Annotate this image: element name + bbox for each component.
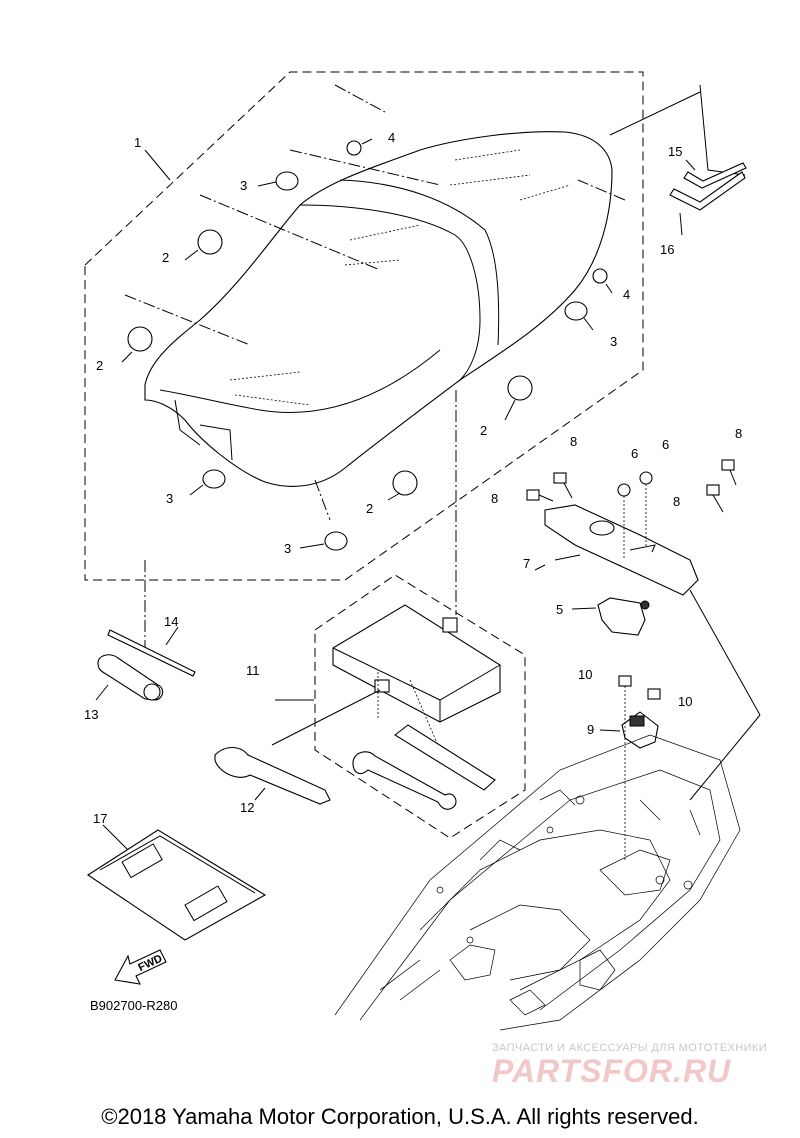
document-holder	[86, 824, 267, 941]
fwd-label: FWD	[136, 953, 164, 974]
toolkit-boundary	[314, 574, 526, 839]
callout-10: 10	[678, 694, 692, 709]
callout-4: 4	[388, 130, 395, 145]
callout-3: 3	[284, 541, 291, 556]
callout-14: 14	[164, 614, 178, 629]
rear-frame	[334, 734, 741, 1031]
seat-damper-small	[564, 301, 588, 321]
callout-8: 8	[491, 491, 498, 506]
cable-holder	[599, 675, 661, 860]
nut-flange	[617, 483, 631, 497]
seat-damper	[507, 375, 533, 401]
hex-wrench-set	[609, 84, 747, 236]
watermark-tagline: ЗАПЧАСТИ И АКСЕССУАРЫ ДЛЯ МОТОТЕХНИКИ	[492, 1042, 768, 1054]
callout-3: 3	[610, 334, 617, 349]
watermark-brand: PARTSFOR.RU	[492, 1053, 732, 1089]
nut	[592, 268, 608, 284]
seat-damper-small	[275, 171, 299, 191]
seat-damper-small	[202, 469, 226, 489]
callout-10: 10	[578, 667, 592, 682]
copyright-notice: ©2018 Yamaha Motor Corporation, U.S.A. A…	[101, 1104, 699, 1129]
callout-3: 3	[240, 178, 247, 193]
seat	[144, 131, 613, 487]
screwdriver	[95, 626, 196, 701]
bolt	[647, 688, 661, 700]
callout-11: 11	[246, 663, 260, 678]
seat-damper	[127, 326, 153, 352]
callout-3: 3	[166, 491, 173, 506]
callout-8: 8	[570, 434, 577, 449]
callout-13: 13	[84, 707, 98, 722]
seat-damper	[197, 229, 223, 255]
callout-12: 12	[240, 800, 254, 815]
seat-damper	[392, 470, 418, 496]
seat-bracket	[544, 504, 699, 596]
callout-9: 9	[587, 722, 594, 737]
callout-1: 1	[134, 135, 141, 150]
callout-8: 8	[673, 494, 680, 509]
fwd-arrow: FWD	[114, 949, 167, 985]
callout-15: 15	[668, 144, 682, 159]
callout-5: 5	[556, 602, 563, 617]
callout-2: 2	[480, 423, 487, 438]
callout-16: 16	[660, 242, 674, 257]
bolt	[618, 675, 632, 860]
callout-2: 2	[96, 358, 103, 373]
toolkit-case	[275, 604, 501, 751]
nut	[346, 140, 362, 156]
bolt	[553, 472, 573, 499]
callout-4: 4	[623, 287, 630, 302]
nut-flange	[639, 471, 653, 485]
callout-6: 6	[662, 437, 669, 452]
bolt	[721, 459, 737, 486]
diagram-code: B902700-R280	[90, 998, 178, 1013]
seat-assembly-boundary	[84, 71, 644, 581]
callout-2: 2	[366, 501, 373, 516]
bolt	[526, 489, 554, 502]
callout-6: 6	[631, 446, 638, 461]
callout-17: 17	[93, 811, 107, 826]
wrench-set	[214, 724, 496, 810]
seat-lock	[571, 597, 650, 636]
callout-8: 8	[735, 426, 742, 441]
seat-damper-small	[324, 531, 348, 551]
bolt	[706, 484, 724, 513]
callout-2: 2	[162, 250, 169, 265]
callout-7: 7	[523, 556, 530, 571]
